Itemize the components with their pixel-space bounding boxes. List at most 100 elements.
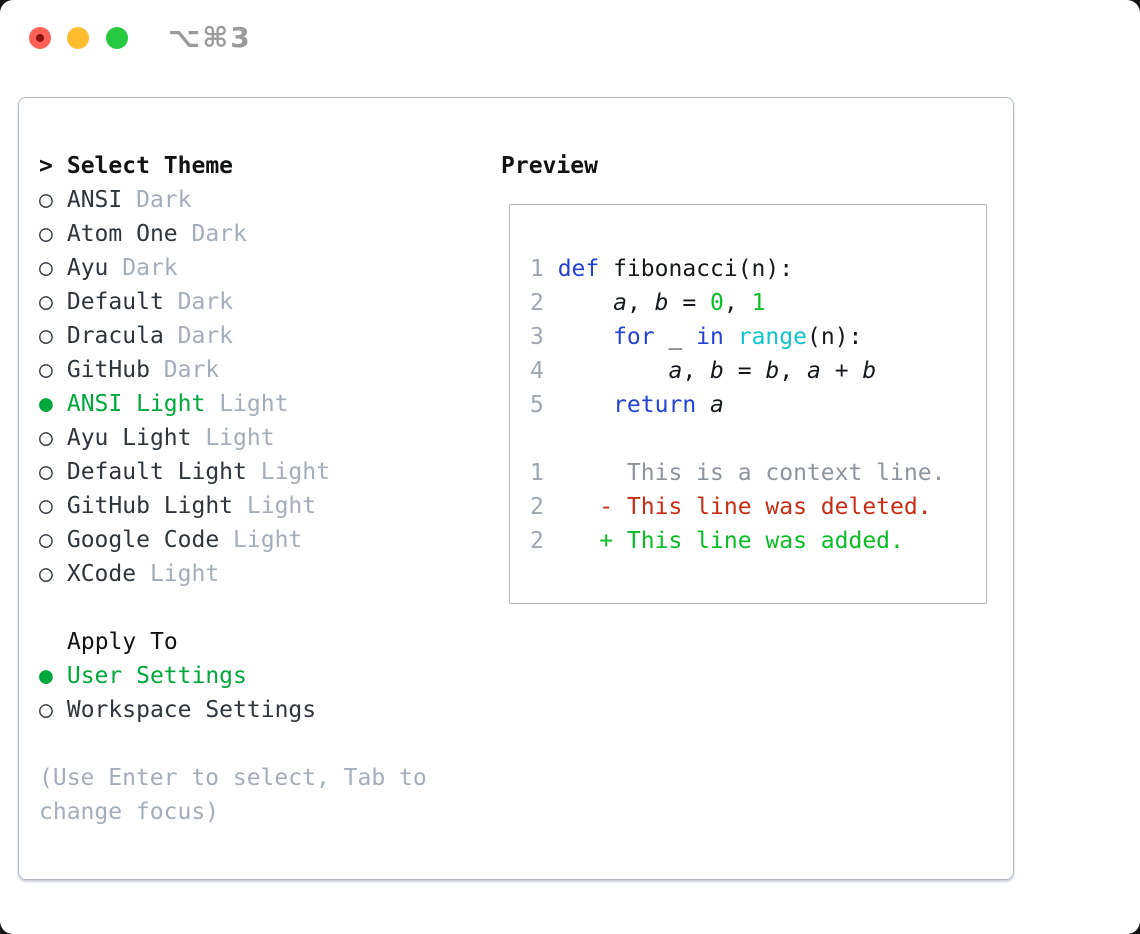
code-line: 2 a, b = 0, 1 [530, 286, 986, 320]
theme-variant-label: Light [219, 527, 303, 553]
theme-variant-label: Light [191, 425, 275, 451]
theme-option-xcode[interactable]: ○XCode Light [39, 557, 427, 591]
select-theme-header-label: Select Theme [66, 153, 234, 179]
spacer [530, 422, 986, 456]
token-kw: def [557, 256, 600, 282]
line-number: 5 [530, 392, 544, 418]
theme-option-google-code[interactable]: ○Google Code Light [39, 523, 427, 557]
theme-variant-label: Light [233, 493, 317, 519]
line-number: 4 [530, 358, 544, 384]
token-num: 1 [751, 290, 766, 316]
token-var: b [862, 358, 877, 384]
prompt-icon: > [39, 153, 53, 179]
token-var: a [710, 392, 724, 418]
apply-to-list: ●User Settings ○ Workspace Settings [39, 659, 427, 727]
radio-unselected-icon: ○ [39, 561, 53, 587]
token-fg [558, 392, 613, 418]
theme-variant-label: Dark [108, 255, 178, 281]
usage-hint-line-1: (Use Enter to select, Tab to [39, 765, 427, 791]
apply-option-label: User Settings [66, 663, 247, 689]
token-var: b [765, 358, 780, 384]
token-ctx: This is a context line. [557, 460, 946, 486]
line-number: 3 [530, 324, 544, 350]
apply-to-header: Apply To [67, 629, 178, 655]
code-line: 4 a, b = b, a + b [530, 354, 986, 388]
radio-unselected-icon: ○ [39, 187, 53, 213]
theme-name: GitHub [66, 357, 150, 383]
radio-unselected-icon: ○ [39, 493, 53, 519]
token-var: a [668, 358, 683, 384]
theme-variant-label: Light [205, 391, 289, 417]
theme-option-github[interactable]: ○GitHub Dark [39, 353, 427, 387]
token-fg [558, 494, 600, 520]
theme-name: Atom One [66, 221, 178, 247]
token-fg [558, 324, 613, 350]
token-kw: return [613, 392, 697, 418]
apply-option-user-settings[interactable]: ●User Settings [39, 659, 427, 693]
diff-line: 2 - This line was deleted. [530, 490, 986, 524]
radio-unselected-icon: ○ [39, 221, 53, 247]
spacer [39, 727, 427, 761]
preview-header: Preview [501, 153, 598, 179]
theme-name: ANSI [66, 187, 123, 213]
usage-hint-line-2: change focus) [39, 799, 220, 825]
close-button[interactable] [29, 27, 51, 49]
radio-unselected-icon: ○ [39, 425, 53, 451]
theme-variant-label: Dark [163, 289, 234, 315]
theme-name: Dracula [66, 323, 164, 349]
theme-variant-label: Dark [122, 187, 192, 213]
token-kw: in [696, 324, 724, 350]
theme-name: Default [66, 289, 164, 315]
token-builtin: range [737, 324, 807, 350]
theme-option-default-light[interactable]: ○Default Light Light [39, 455, 427, 489]
radio-unselected-icon: ○ [39, 357, 53, 383]
line-number: 2 [530, 290, 544, 316]
minimize-button[interactable] [67, 27, 89, 49]
line-number: 1 [530, 460, 544, 486]
radio-unselected-icon: ○ [39, 697, 53, 723]
token-fg: = [668, 290, 711, 316]
spacer [39, 591, 427, 625]
code-line: 3 for _ in range(n): [530, 320, 986, 354]
theme-variant-label: Dark [163, 323, 234, 349]
token-kw: for [613, 324, 655, 350]
token-var: b [654, 290, 669, 316]
token-fg: + [820, 358, 863, 384]
theme-option-atom-one[interactable]: ○ Atom One Dark [39, 217, 427, 251]
token-fg: fibonacci(n): [599, 256, 794, 282]
theme-option-ayu[interactable]: ○Ayu Dark [39, 251, 427, 285]
radio-unselected-icon: ○ [39, 323, 53, 349]
token-fg [696, 392, 710, 418]
theme-option-ansi[interactable]: ○ ANSI Dark [39, 183, 427, 217]
theme-option-dracula[interactable]: ○ Dracula Dark [39, 319, 427, 353]
theme-name: XCode [66, 561, 137, 587]
token-fg: , [723, 290, 752, 316]
theme-name: Google Code [66, 527, 220, 553]
theme-option-github-light[interactable]: ○GitHub Light Light [39, 489, 427, 523]
token-fg: _ [654, 324, 697, 350]
diff-line: 1 This is a context line. [530, 456, 986, 490]
theme-name: ANSI Light [66, 391, 206, 417]
theme-name: Ayu [66, 255, 109, 281]
theme-option-default[interactable]: ○Default Dark [39, 285, 427, 319]
theme-name: Ayu Light [66, 425, 192, 451]
select-theme-header: > Select Theme [39, 149, 427, 183]
token-var: a [807, 358, 821, 384]
radio-selected-icon: ● [39, 391, 53, 417]
apply-option-workspace-settings[interactable]: ○ Workspace Settings [39, 693, 427, 727]
token-fg: , [682, 358, 711, 384]
zoom-button[interactable] [106, 27, 128, 49]
theme-variant-label: Dark [177, 221, 247, 247]
token-fg [558, 358, 669, 384]
apply-option-label: Workspace Settings [66, 697, 317, 723]
token-fg: (n): [806, 324, 863, 350]
token-var: b [710, 358, 724, 384]
theme-option-ansi-light[interactable]: ● ANSI Light Light [39, 387, 427, 421]
token-fg [558, 290, 613, 316]
code-line: 5 return a [530, 388, 986, 422]
token-fg: , [779, 358, 807, 384]
theme-option-ayu-light[interactable]: ○ Ayu Light Light [39, 421, 427, 455]
